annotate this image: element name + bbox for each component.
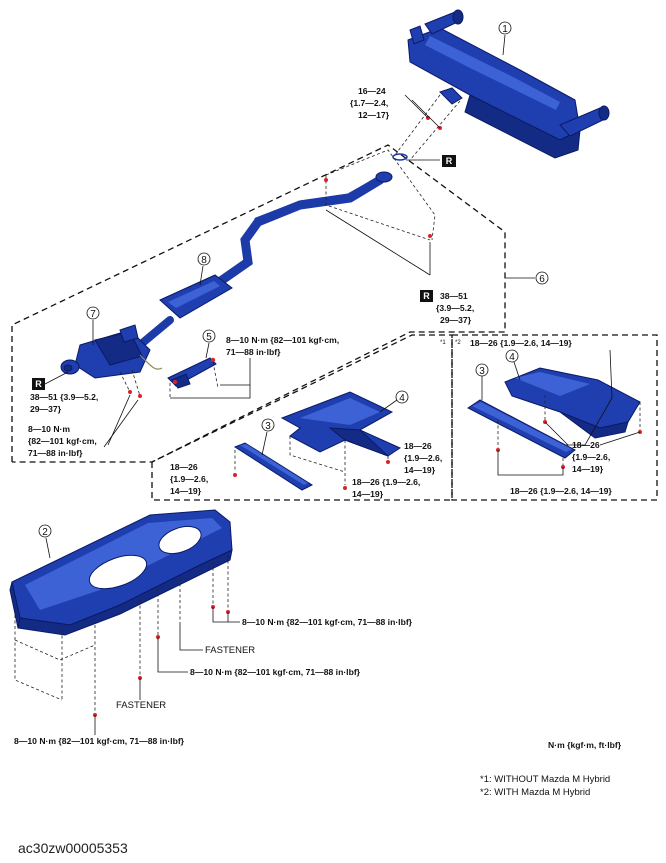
svg-text:12—17}: 12—17}: [358, 110, 390, 120]
callout-4-a: [395, 390, 409, 404]
svg-text:18—26 {1.9—2.6,: 18—26 {1.9—2.6,: [352, 477, 420, 487]
callout-3-a-label: 3: [265, 421, 271, 432]
note-2: *2: WITH Mazda M Hybrid: [480, 787, 590, 798]
svg-text:29—37}: 29—37}: [30, 404, 62, 414]
variant-2-boundary: [451, 334, 658, 501]
svg-text:18—26 {1.9—2.6, 14—19}: 18—26 {1.9—2.6, 14—19}: [470, 338, 572, 348]
svg-text:14—19}: 14—19}: [572, 464, 604, 474]
torque-8-10-center: 8—10 N·m {82—101 kgf·cm, 71—88 in·lbf}: [226, 335, 339, 357]
svg-text:71—88 in·lbf}: 71—88 in·lbf}: [28, 448, 83, 458]
svg-text:{3.9—5.2,: {3.9—5.2,: [436, 303, 474, 313]
callout-3-a: [261, 418, 275, 432]
units-note: N·m {kgf·m, ft·lbf}: [548, 740, 622, 750]
crossmember-4-variant-2: [504, 367, 641, 439]
note-1: *1: WITHOUT Mazda M Hybrid: [480, 774, 610, 785]
callout-6: [535, 271, 549, 285]
torque-18-26-c: 18—26 {1.9—2.6, 14—19}: [404, 441, 442, 475]
torque-18-26-f: 18—26 {1.9—2.6, 14—19}: [510, 486, 612, 496]
callout-8-label: 8: [201, 255, 207, 266]
callout-4-a-label: 4: [399, 393, 405, 404]
svg-text:R: R: [35, 379, 42, 389]
svg-text:8—10 N·m {82—101 kgf·cm, 71—88: 8—10 N·m {82—101 kgf·cm, 71—88 in·lbf}: [14, 736, 185, 746]
svg-text:8—10 N·m {82—101 kgf·cm,: 8—10 N·m {82—101 kgf·cm,: [226, 335, 339, 345]
torque-16-24: 16—24 {1.7—2.4, 12—17}: [350, 86, 390, 120]
under-cover: [9, 509, 233, 636]
svg-text:29—37}: 29—37}: [440, 315, 472, 325]
svg-text:18—26: 18—26: [404, 441, 432, 451]
torque-8-10-under-2: 8—10 N·m {82—101 kgf·cm, 71—88 in·lbf}: [190, 667, 361, 677]
svg-text:14—19}: 14—19}: [352, 489, 384, 499]
svg-text:16—24: 16—24: [358, 86, 386, 96]
callout-7-label: 7: [90, 309, 96, 320]
svg-text:38—51: 38—51: [440, 291, 468, 301]
callout-3-b: [475, 363, 489, 377]
bar-3-variant-1: [233, 442, 314, 491]
front-pipe-assembly: [60, 171, 393, 379]
svg-text:R: R: [446, 156, 453, 166]
svg-text:{1.9—2.6,: {1.9—2.6,: [404, 453, 442, 463]
svg-text:{1.7—2.4,: {1.7—2.4,: [350, 98, 388, 108]
svg-text:{82—101 kgf·cm,: {82—101 kgf·cm,: [28, 436, 97, 446]
torque-8-10-left: 8—10 N·m {82—101 kgf·cm, 71—88 in·lbf}: [28, 424, 97, 458]
torque-18-26-b: 18—26 {1.9—2.6, 14—19}: [170, 462, 208, 496]
variant-1-mark: *1: [440, 340, 446, 346]
callout-5: [202, 329, 216, 343]
torque-8-10-under-1: 8—10 N·m {82—101 kgf·cm, 71—88 in·lbf}: [242, 617, 413, 627]
svg-text:14—19}: 14—19}: [170, 486, 202, 496]
torque-18-26-a: 18—26 {1.9—2.6, 14—19}: [470, 338, 572, 348]
svg-text:18—26 {1.9—2.6, 14—19}: 18—26 {1.9—2.6, 14—19}: [510, 486, 612, 496]
gasket-ring: [392, 153, 408, 161]
fastener-label-2: FASTENER: [116, 700, 166, 711]
torque-18-26-e: 18—26 {1.9—2.6, 14—19}: [572, 440, 610, 474]
variant-2-mark: *2: [455, 340, 461, 346]
svg-text:{1.9—2.6,: {1.9—2.6,: [572, 452, 610, 462]
seal-marker-top: R: [406, 155, 456, 167]
bar-3-variant-2: [467, 399, 576, 459]
callout-1: [498, 21, 512, 35]
assembly-6-boundary: [11, 144, 506, 463]
figure-id: ac30zw00005353: [18, 840, 128, 856]
torque-38-51-right: 38—51 {3.9—5.2, 29—37}: [436, 291, 474, 325]
callout-6-label: 6: [539, 274, 545, 285]
callout-3-b-label: 3: [479, 366, 485, 377]
svg-text:38—51 {3.9—5.2,: 38—51 {3.9—5.2,: [30, 392, 98, 402]
torque-18-26-d: 18—26 {1.9—2.6, 14—19}: [352, 477, 420, 499]
seal-marker-right: R: [420, 290, 433, 302]
main-silencer: [407, 9, 610, 159]
torque-38-51-left: 38—51 {3.9—5.2, 29—37}: [30, 392, 98, 414]
svg-text:{1.9—2.6,: {1.9—2.6,: [170, 474, 208, 484]
svg-text:71—88 in·lbf}: 71—88 in·lbf}: [226, 347, 281, 357]
svg-text:8—10 N·m {82—101 kgf·cm, 71—88: 8—10 N·m {82—101 kgf·cm, 71—88 in·lbf}: [190, 667, 361, 677]
callout-4-b: [505, 349, 519, 363]
callout-1-label: 1: [502, 24, 508, 35]
svg-text:8—10 N·m: 8—10 N·m: [28, 424, 70, 434]
callout-2-label: 2: [42, 527, 48, 538]
svg-text:18—26: 18—26: [170, 462, 198, 472]
svg-text:18—26: 18—26: [572, 440, 600, 450]
callout-5-label: 5: [206, 332, 212, 343]
callout-2: [38, 524, 52, 538]
svg-text:14—19}: 14—19}: [404, 465, 436, 475]
crossmember-4-variant-1: [280, 391, 402, 457]
torque-8-10-under-3: 8—10 N·m {82—101 kgf·cm, 71—88 in·lbf}: [14, 736, 185, 746]
bracket-5: [167, 357, 217, 389]
fastener-label-1: FASTENER: [205, 645, 255, 656]
svg-text:R: R: [423, 291, 430, 301]
callout-8: [197, 252, 211, 266]
seal-marker-left: R: [32, 378, 45, 390]
svg-text:8—10 N·m {82—101 kgf·cm, 71—88: 8—10 N·m {82—101 kgf·cm, 71—88 in·lbf}: [242, 617, 413, 627]
callout-4-b-label: 4: [509, 352, 515, 363]
callout-7: [86, 306, 100, 320]
variant-1-boundary: [151, 334, 453, 501]
